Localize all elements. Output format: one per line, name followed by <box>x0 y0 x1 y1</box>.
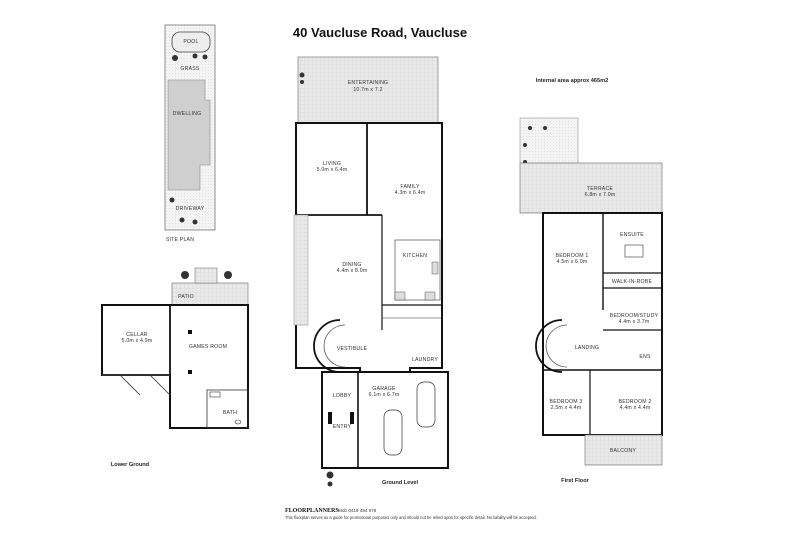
living-size: 5.0m x 6.4m <box>317 167 348 173</box>
site-dwelling-label: DWELLING <box>173 111 202 117</box>
footer-disclaimer: This floorplan serves as a guide for pro… <box>285 515 537 520</box>
page-title: 40 Vaucluse Road, Vaucluse <box>293 25 467 40</box>
entry-label: ENTRY <box>333 424 352 430</box>
lower-ground-plants <box>181 271 232 279</box>
bedroom3-label: BEDROOM 3 <box>550 399 583 405</box>
entertaining-size: 10.7m x 7.2 <box>353 87 382 93</box>
kitchen-bench <box>394 239 441 301</box>
site-pool-label: POOL <box>183 39 198 45</box>
ground-level-plan: ENTERTAINING 10.7m x 7.2 LIVING 5.0m x 6… <box>293 56 449 487</box>
ground-main-walls <box>295 122 443 373</box>
ensuite-label: ENSUITE <box>620 232 644 238</box>
kitchen-label: KITCHEN <box>403 253 427 259</box>
walkin-robe-label: WALK-IN-ROBE <box>612 279 653 285</box>
family-size: 4.3m x 6.4m <box>395 190 426 196</box>
garage-label: GARAGE <box>372 386 396 392</box>
pool-shape <box>171 31 211 53</box>
footer-brand: FLOORPLANNERS <box>285 508 339 514</box>
patio-steps <box>194 267 218 284</box>
bedroom2-size: 4.4m x 4.4m <box>620 405 651 411</box>
bath-label: BATH <box>223 410 237 416</box>
ground-level-caption: Ground Level <box>382 480 418 486</box>
lower-ground-plan: PATIO CELLAR 5.0m x 4.9m GAMES ROOM BATH… <box>101 267 249 468</box>
first-floor-curved-stair <box>535 319 563 373</box>
entertaining-plants <box>299 72 305 84</box>
entry-plants <box>326 471 334 487</box>
laundry-label: LAUNDRY <box>412 357 438 363</box>
cellar-stair-lines <box>119 374 171 396</box>
side-walkway <box>293 214 309 326</box>
bedroom2-label: BEDROOM 2 <box>619 399 652 405</box>
garage-walls <box>321 371 449 469</box>
site-grass-label: GRASS <box>180 66 200 72</box>
cellar-label: CELLAR <box>126 332 147 338</box>
dwelling-footprint <box>167 79 211 191</box>
first-floor-plan: Internal area approx 465m2 TERRACE 6.8m … <box>519 78 663 484</box>
footer: FLOORPLANNERS Mob 0419 494 976 This floo… <box>285 508 537 520</box>
terrace-label: TERRACE <box>587 186 614 192</box>
ground-curved-stair <box>313 319 341 373</box>
entertaining-label: ENTERTAINING <box>348 80 389 86</box>
bedroom-study-size: 4.4m x 3.7m <box>619 319 650 325</box>
site-trees <box>169 53 208 225</box>
ens-label: ENS <box>639 354 651 360</box>
terrace-size: 6.8m x 7.0m <box>585 192 616 198</box>
site-driveway-label: DRIVEWAY <box>176 206 205 212</box>
vestibule-label: VESTIBULE <box>337 346 368 352</box>
garage-size: 6.1m x 6.7m <box>369 392 400 398</box>
cellar-size: 5.0m x 4.9m <box>122 338 153 344</box>
dining-size: 4.4m x 8.0m <box>337 268 368 274</box>
car-right <box>416 381 436 428</box>
garden-bed <box>519 117 579 164</box>
bedroom1-label: BEDROOM 1 <box>556 253 589 259</box>
landing-label: LANDING <box>575 345 599 351</box>
balcony-label: BALCONY <box>610 448 637 454</box>
first-floor-caption: First Floor <box>561 478 589 484</box>
bath-room-outline <box>206 389 249 429</box>
bedroom1-size: 4.5m x 6.0m <box>557 259 588 265</box>
bedroom-study-label: BEDROOM/STUDY <box>610 313 659 319</box>
family-label: FAMILY <box>400 184 420 190</box>
internal-area: Internal area approx 465m2 <box>536 78 608 84</box>
lobby-label: LOBBY <box>333 393 352 399</box>
bedroom3-size: 2.5m x 4.4m <box>551 405 582 411</box>
site-plan-caption: SITE PLAN <box>166 237 194 243</box>
games-room-label: GAMES ROOM <box>189 344 227 350</box>
balcony-area <box>584 434 663 466</box>
site-plan: POOL GRASS DWELLING DRIVEWAY SITE PLAN <box>164 24 216 243</box>
living-label: LIVING <box>323 161 341 167</box>
footer-mobile: Mob 0419 494 976 <box>338 508 377 513</box>
entertaining-area <box>297 56 439 124</box>
terrace-area <box>519 162 663 214</box>
patio-label: PATIO <box>178 294 194 300</box>
dining-label: DINING <box>342 262 361 268</box>
lower-ground-caption: Lower Ground <box>111 462 150 468</box>
car-left <box>383 409 403 456</box>
